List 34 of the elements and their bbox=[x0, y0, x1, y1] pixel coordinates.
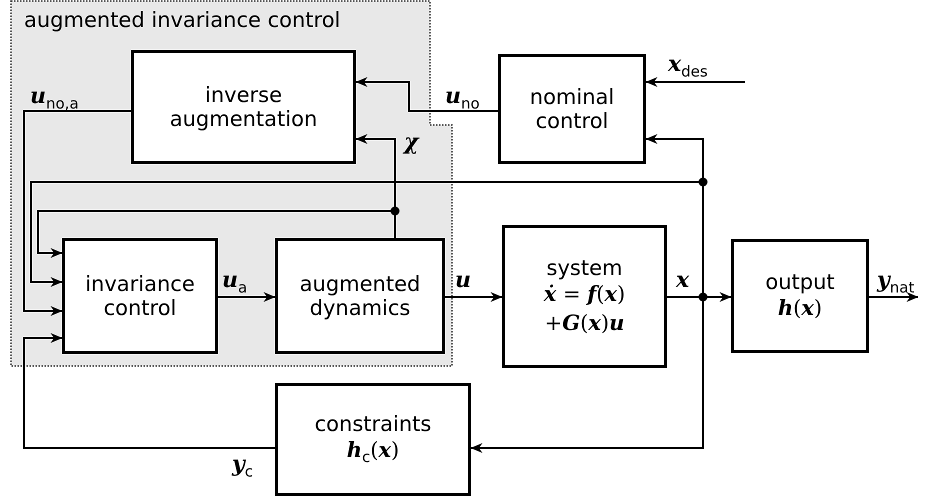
arrow bbox=[23, 110, 131, 316]
arrow bbox=[869, 292, 918, 302]
arrow bbox=[23, 333, 275, 449]
formula: h(x) bbox=[778, 294, 822, 322]
box-label: constraints bbox=[314, 412, 432, 436]
edge-label: u$_{a}$ bbox=[222, 268, 248, 296]
process-box bbox=[62, 238, 218, 354]
edge-label: u$_{no}$ bbox=[445, 84, 480, 112]
edge-label: x$_{des}$ bbox=[668, 52, 708, 80]
process-box bbox=[731, 239, 869, 353]
box-label: augmented dynamics bbox=[298, 272, 422, 320]
formula: ẋ = f(x) +G(x)u bbox=[542, 280, 626, 337]
process-box bbox=[502, 225, 667, 368]
process-box bbox=[498, 54, 646, 164]
process-box bbox=[131, 50, 356, 164]
process-box bbox=[275, 383, 471, 496]
box-label: system bbox=[546, 256, 622, 280]
box-label: nominal control bbox=[528, 84, 616, 134]
edge-label: u$_{no,a}$ bbox=[30, 84, 79, 112]
edge-label: x bbox=[676, 268, 690, 292]
process-box bbox=[275, 238, 445, 354]
group-title: augmented invariance control bbox=[24, 8, 340, 32]
edge-label: u bbox=[455, 268, 471, 292]
formula: h$_{c}$(x) bbox=[346, 436, 400, 468]
edge-label: y$_{nat}$ bbox=[877, 268, 914, 296]
edge-label: χ bbox=[404, 130, 418, 154]
edge-label: y$_{c}$ bbox=[232, 452, 254, 480]
arrow bbox=[218, 292, 276, 302]
box-label: invariance control bbox=[84, 272, 196, 320]
arrow bbox=[356, 77, 498, 112]
box-label: output bbox=[765, 270, 835, 294]
arrow bbox=[445, 292, 502, 302]
box-label: inverse augmentation bbox=[168, 82, 318, 132]
arrow bbox=[646, 77, 745, 87]
